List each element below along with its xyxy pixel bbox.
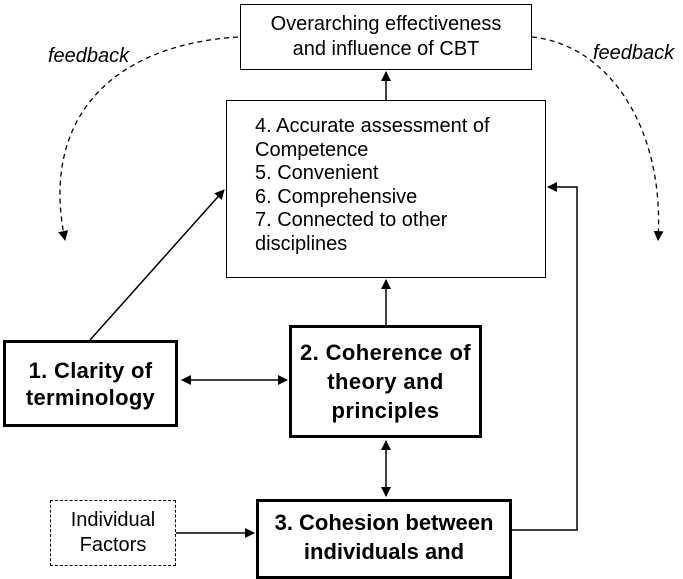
criteria-line: disciplines <box>255 232 348 255</box>
arrow-cohesion-to-criteria <box>512 182 578 531</box>
feedback-arc-right <box>531 36 664 241</box>
feedback-arc-left <box>58 36 239 241</box>
cohesion-line-2: individuals and <box>303 539 465 564</box>
coherence-line-1: 2. Coherence of <box>299 340 472 365</box>
clarity-line-1: 1. Clarity of <box>28 357 153 383</box>
criteria-line: 7. Connected to other <box>255 209 448 231</box>
individual-line-1: Individual <box>70 509 156 531</box>
outcome-line-1: Overarching effectiveness <box>270 13 502 35</box>
coherence-box: 2. Coherence of theory and principles <box>289 325 482 438</box>
criteria-line: Competence <box>255 138 369 161</box>
feedback-label-right: feedback <box>593 42 675 64</box>
outcome-box: Overarching effectiveness and influence … <box>240 4 532 70</box>
outcome-line-2: and influence of CBT <box>292 38 480 60</box>
criteria-line: 6. Comprehensive <box>255 185 418 208</box>
criteria-line: 5. Convenient <box>255 162 379 184</box>
coherence-line-3: principles <box>331 398 440 423</box>
clarity-line-2: terminology <box>25 384 156 410</box>
criteria-line: 4. Accurate assessment of <box>255 115 490 137</box>
cohesion-line-1: 3. Cohesion between <box>274 510 494 535</box>
individual-line-2: Factors <box>79 534 147 556</box>
connector-layer <box>58 36 664 538</box>
arrow-clarity-to-criteria <box>89 189 225 341</box>
coherence-line-2: theory and <box>327 369 444 394</box>
feedback-label-left: feedback <box>48 45 130 67</box>
clarity-box: 1. Clarity of terminology <box>3 340 178 427</box>
individual-factors-box: Individual Factors <box>50 500 176 566</box>
criteria-box: 4. Accurate assessment of Competence 5. … <box>226 100 546 278</box>
cohesion-box: 3. Cohesion between individuals and <box>256 499 512 579</box>
